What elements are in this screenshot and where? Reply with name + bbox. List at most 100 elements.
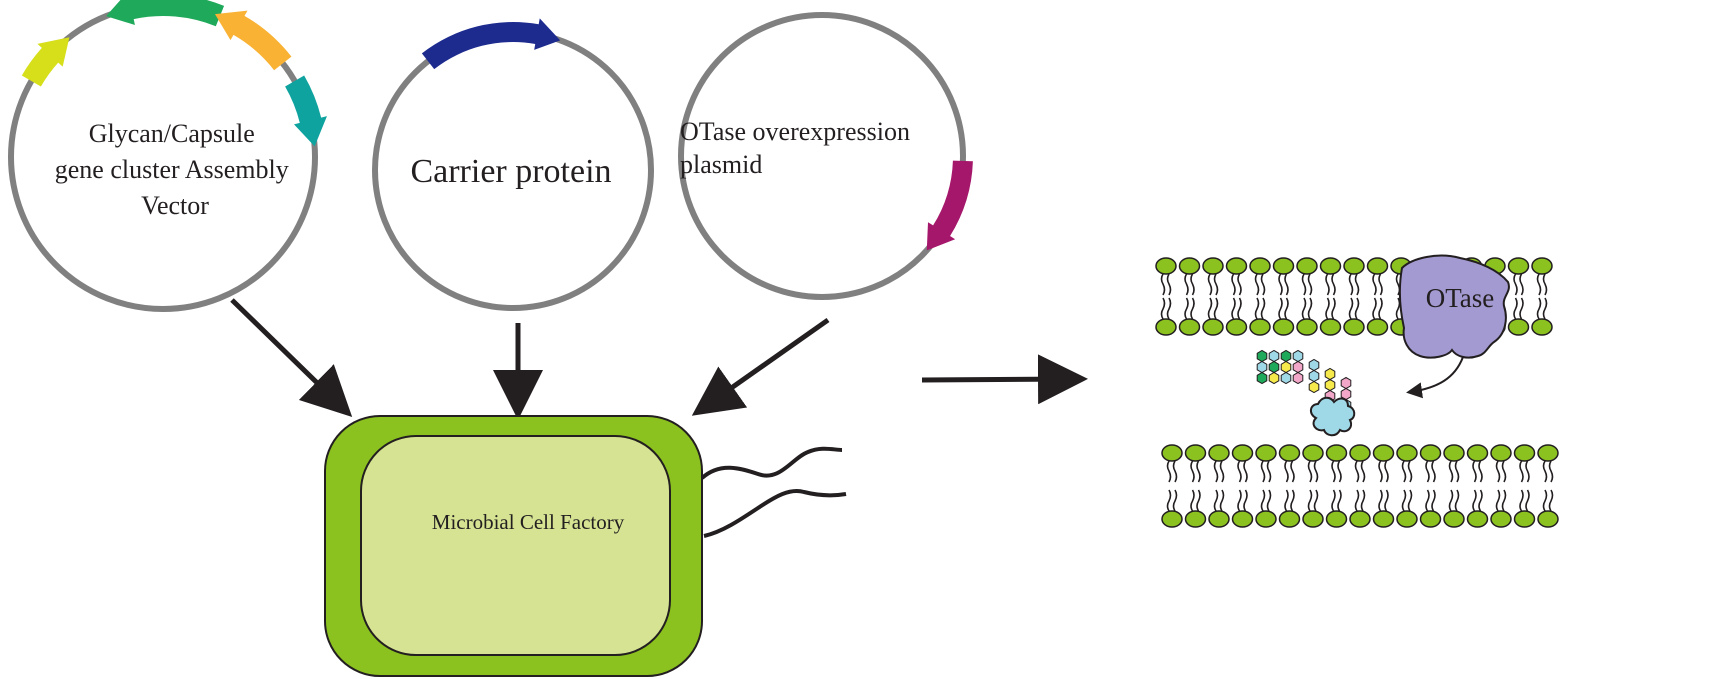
lipid-tail: [1454, 489, 1460, 512]
lipid-tail: [1254, 297, 1260, 320]
plasmid-glycan-capsule-vector: Glycan/Capsule gene cluster Assembly Vec…: [8, 0, 327, 312]
lipid-head: [1537, 510, 1559, 528]
lipid-tail: [1525, 460, 1530, 483]
lipid-tail: [1290, 460, 1295, 483]
lipid-tail: [1196, 460, 1201, 483]
lipid-tail: [1196, 489, 1201, 512]
lipid-tail: [1360, 460, 1366, 483]
sugar-residue: [1268, 349, 1280, 363]
lipid-head: [1396, 510, 1418, 528]
glycan-chain: [1256, 349, 1352, 412]
lipid-head: [1513, 510, 1536, 528]
lipid-head: [1507, 318, 1530, 336]
lipid-tail: [1301, 297, 1307, 320]
lipid-tail: [1325, 273, 1330, 296]
lipid-tail: [1378, 273, 1383, 296]
lipid-tail: [1337, 489, 1342, 512]
lipid-tail: [1384, 460, 1389, 483]
lipid-tail: [1401, 460, 1407, 483]
sugar-residue: [1256, 349, 1268, 363]
lipid-tail: [1331, 489, 1336, 512]
lipid-tail: [1372, 297, 1377, 320]
lipid-head: [1208, 510, 1230, 528]
lipid-head: [1161, 444, 1183, 462]
lipid-head: [1343, 257, 1365, 275]
lipid-head: [1396, 444, 1418, 462]
lipid-head: [1372, 510, 1395, 528]
transfer-arrow: [1406, 356, 1464, 399]
lipid-tail: [1190, 460, 1195, 483]
label-line: gene cluster Assembly: [55, 155, 289, 184]
gene-arrow: [214, 10, 292, 71]
lipid-head: [1161, 510, 1183, 528]
lipid-tail: [1301, 273, 1307, 296]
lipid-tail: [1231, 273, 1236, 296]
lipid-head: [1537, 444, 1559, 462]
lipid-tail: [1519, 273, 1524, 296]
gene-arrow: [285, 75, 327, 147]
lipid-tail: [1378, 460, 1383, 483]
lipid-tail: [1501, 460, 1507, 483]
lipid-head: [1349, 444, 1371, 462]
flagellum: [700, 446, 843, 480]
sugar-residue: [1268, 371, 1280, 385]
lipid-tail: [1243, 460, 1248, 483]
sugar-residue: [1340, 376, 1352, 390]
lipid-tail: [1160, 273, 1166, 296]
lipid-tail: [1331, 273, 1336, 296]
lipid-tail: [1190, 273, 1195, 296]
gene-segments: [421, 18, 561, 70]
lipid-tail: [1307, 489, 1313, 512]
membrane-bilayer-bottom: [1161, 444, 1559, 528]
lipid-tail: [1431, 460, 1436, 483]
lipid-tail: [1519, 489, 1524, 512]
lipid-tail: [1325, 297, 1330, 320]
lipid-head: [1302, 510, 1324, 528]
lipid-tail: [1501, 489, 1507, 512]
lipid-head: [1366, 257, 1389, 275]
sugar-residue: [1308, 358, 1320, 372]
flagellum: [703, 489, 847, 538]
label-line: Vector: [141, 191, 209, 220]
cell-label: Microbial Cell Factory: [432, 510, 625, 534]
gene-segments: [926, 160, 973, 251]
lipid-head: [1443, 444, 1465, 462]
lipid-tail: [1519, 297, 1524, 320]
lipid-tail: [1254, 273, 1260, 296]
lipid-tail: [1172, 460, 1178, 483]
lipid-head: [1155, 257, 1177, 275]
lipid-tail: [1360, 489, 1366, 512]
lipid-head: [1255, 510, 1277, 528]
lipid-tail: [1231, 297, 1236, 320]
lipid-tail: [1184, 297, 1189, 320]
lipid-tail: [1372, 273, 1377, 296]
lipid-tail: [1172, 489, 1178, 512]
lipid-tail: [1478, 489, 1483, 512]
lipid-head: [1272, 257, 1295, 275]
lipid-tail: [1542, 460, 1548, 483]
lipid-head: [1225, 257, 1248, 275]
lipid-head: [1249, 318, 1271, 336]
plasmid-carrier-protein: Carrier protein: [372, 18, 654, 311]
sugar-residue: [1256, 360, 1268, 374]
lipid-tail: [1260, 489, 1266, 512]
lipid-tail: [1448, 460, 1454, 483]
sugar-residue: [1280, 371, 1292, 385]
gene-arrow: [21, 37, 70, 87]
lipid-tail: [1548, 489, 1554, 512]
cell-cytoplasm: [360, 435, 671, 656]
lipid-head: [1202, 257, 1224, 275]
lipid-head: [1178, 257, 1201, 275]
lipid-tail: [1513, 297, 1518, 320]
lipid-tail: [1448, 489, 1454, 512]
lipid-tail: [1266, 489, 1272, 512]
label-line: plasmid: [680, 150, 762, 179]
gene-arrow: [926, 160, 973, 251]
plasmid-label: Glycan/Capsule gene cluster Assembly Vec…: [55, 119, 295, 220]
lipid-head: [1255, 444, 1277, 462]
lipid-tail: [1525, 489, 1530, 512]
lipid-head: [1231, 444, 1254, 462]
lipid-tail: [1307, 297, 1313, 320]
lipid-tail: [1219, 460, 1225, 483]
lipid-tail: [1260, 273, 1266, 296]
